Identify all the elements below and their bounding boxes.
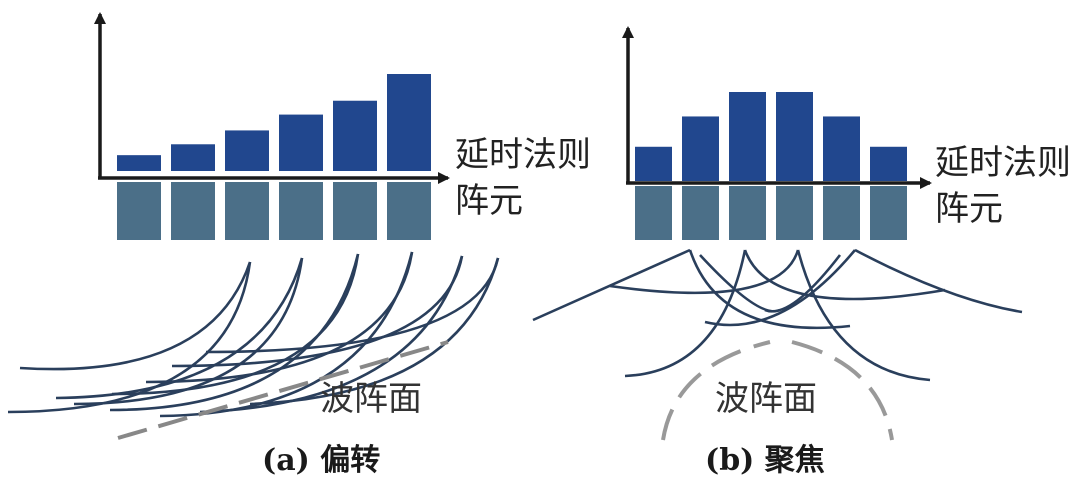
panel-b-wavelet-2 [624,249,747,378]
panel-b-wavelet-4 [743,249,946,301]
panel-a-array-element-3 [225,182,269,240]
panel-a-wavelet-1 [7,261,252,414]
panel-a-wavelet-3 [111,253,360,396]
panel-b-caption: (b) 聚焦 [705,443,825,478]
panel-a-wavelet-2 [73,257,304,406]
panel-b-array-element-2 [682,186,719,240]
panel-b-wavefront-left [661,340,771,441]
panel-b-delay-label: 延时法则 [935,143,1071,183]
panel-b-array-elements [635,186,907,240]
panel-b-element-label: 阵元 [935,189,1003,229]
panel-a-delay-bar-6 [387,74,431,171]
panel-a-wavefront-label: 波阵面 [320,379,422,419]
panel-b-array-element-6 [870,186,907,240]
panel-b-wavelet-3 [688,249,851,330]
panel-a-delay-bars [117,74,431,171]
panel-a-wavelet-arc-6 [249,257,500,406]
panel-b-delay-bar-3 [729,92,766,181]
panel-b-delay-bar-1 [635,146,672,181]
panel-a-wavelet-arc-3 [109,253,360,412]
panel-a-delay-label: 延时法则 [455,135,591,175]
panel-a-delay-bar-1 [117,155,161,171]
panel-a-array-element-2 [171,182,215,240]
panel-a-delay-bar-2 [171,144,215,171]
panel-a-caption: (a) 偏转 [262,443,380,478]
panel-b-delay-bar-5 [823,116,860,181]
panel-b-delay-bar-2 [682,116,719,181]
panel-b-focusing: 延时法则 阵元 波阵面 (b) 聚焦 [532,26,1071,478]
panel-a-array-element-5 [333,182,377,240]
panel-a-delay-bar-4 [279,114,323,171]
panel-b-wavelet-10 [764,254,842,313]
panel-a-wavelet-arc-5 [199,255,464,414]
panel-b-wavelet-9 [699,254,781,313]
panel-a-array-elements [117,182,431,240]
panel-a-array-element-6 [387,182,431,240]
panel-a-wavelets [7,251,500,418]
panel-b-wavelet-1 [532,248,691,322]
panel-b-wavelets [532,248,1023,382]
panel-a-array-element-4 [279,182,323,240]
panel-b-wavefront-label: 波阵面 [715,379,817,419]
panel-b-wavelet-8 [854,248,1023,314]
panel-a-delay-bar-3 [225,130,269,171]
panel-b-delay-bar-6 [870,146,907,181]
panel-b-array-element-1 [635,186,672,240]
panel-b-wavelet-7 [704,249,856,327]
panel-a-array-element-1 [117,182,161,240]
panel-a-wavefront [117,340,449,440]
panel-b-delay-bar-4 [776,92,813,181]
panel-b-wavelet-5 [609,249,800,295]
panel-b-wavelet-6 [796,249,931,382]
panel-b-wavefront-right [791,340,894,441]
panel-b-array-element-3 [729,186,766,240]
panel-a-wavelet-arc-2 [55,257,304,400]
panel-a-wavelet-6 [205,257,500,354]
panel-a-wavelet-arc-1 [19,261,252,371]
panel-b-delay-bars [635,92,907,181]
panel-b-array-element-5 [823,186,860,240]
panel-b-array-element-4 [776,186,813,240]
panel-a-delay-bar-5 [333,100,377,171]
panel-a-element-label: 阵元 [455,181,523,221]
panel-a-steering: 延时法则 阵元 波阵面 (a) 偏转 [7,12,591,478]
